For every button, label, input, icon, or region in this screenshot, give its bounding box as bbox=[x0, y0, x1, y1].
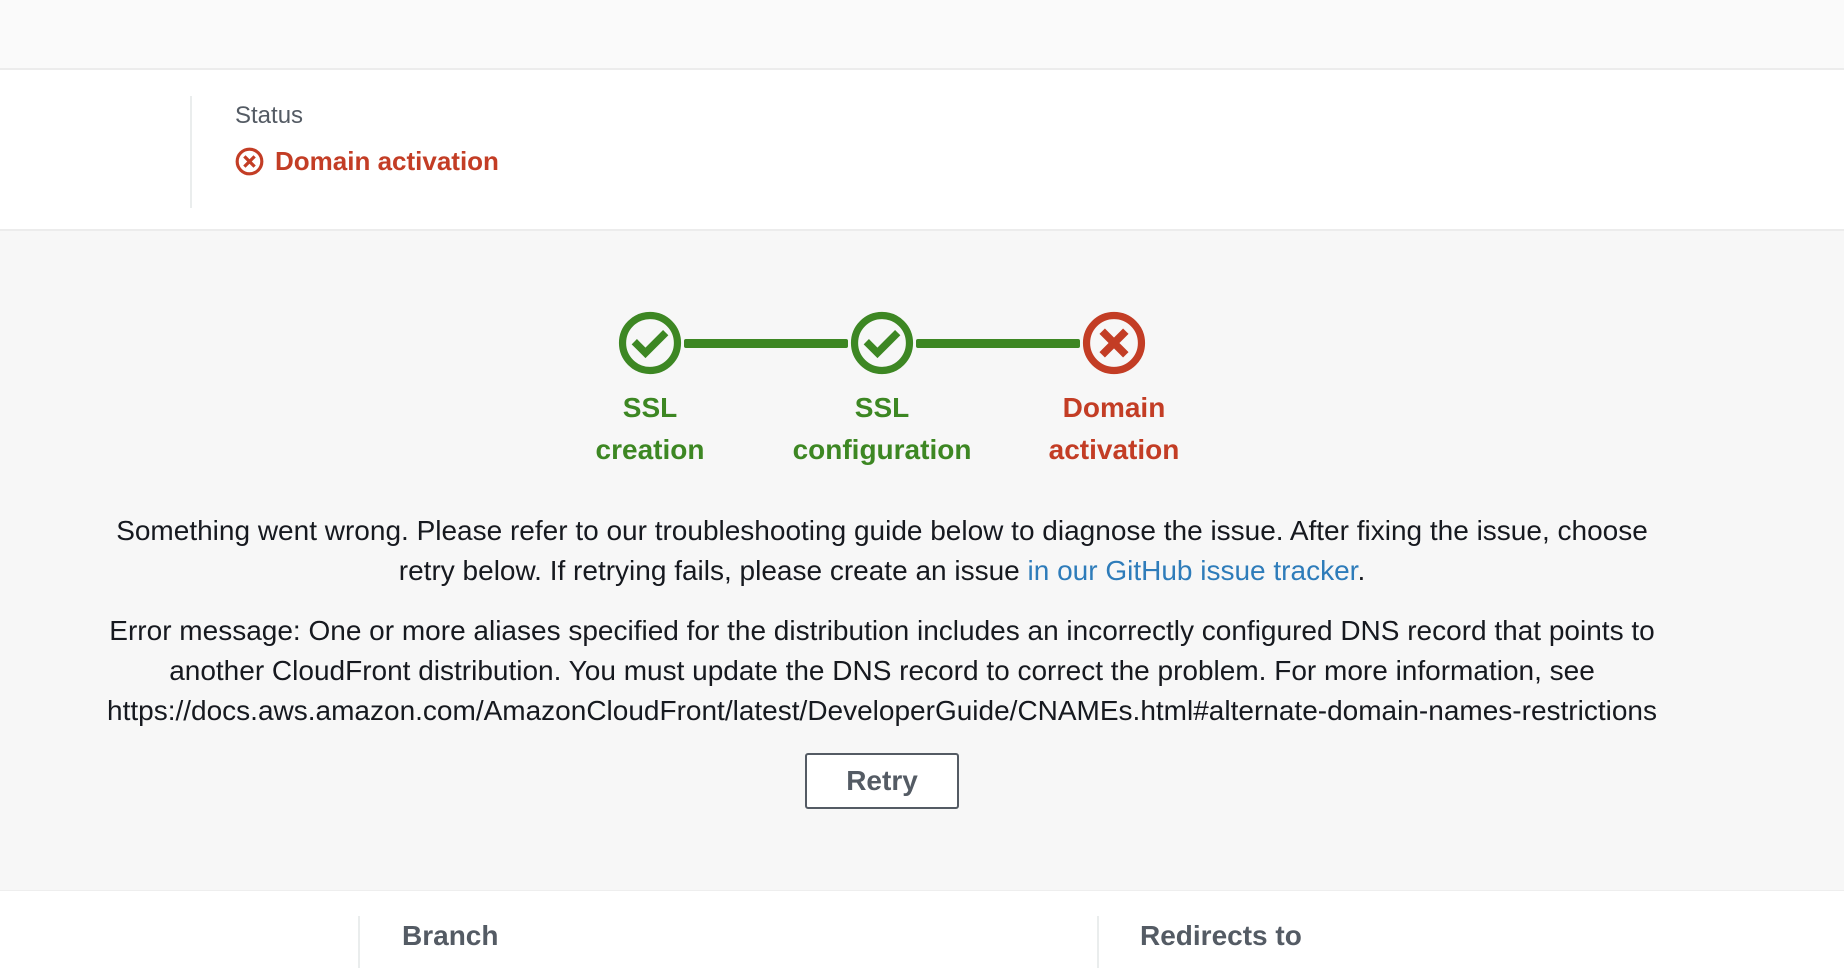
status-content: Status Domain activation bbox=[235, 102, 499, 177]
status-value-text: Domain activation bbox=[275, 146, 499, 176]
column-divider bbox=[358, 916, 360, 968]
check-circle-icon bbox=[850, 311, 914, 375]
error-message: Error message: One or more aliases speci… bbox=[107, 615, 1657, 726]
domain-activation-card: SSL creation SSL configuration bbox=[0, 231, 1844, 891]
status-value: Domain activation bbox=[235, 146, 499, 177]
error-x-circle-icon bbox=[235, 147, 264, 176]
step-domain-activation: Domain activation bbox=[998, 311, 1230, 471]
troubleshoot-text-suffix: . bbox=[1357, 555, 1366, 586]
top-strip bbox=[0, 0, 1844, 70]
x-circle-icon bbox=[1082, 311, 1146, 375]
column-header-branch: Branch bbox=[402, 920, 499, 951]
domain-progress-stepper: SSL creation SSL configuration bbox=[534, 231, 1230, 471]
step-label: SSL configuration bbox=[792, 392, 972, 465]
stepper-connector bbox=[916, 339, 1080, 348]
check-circle-icon bbox=[618, 311, 682, 375]
stepper-connector bbox=[684, 339, 848, 348]
retry-row: Retry bbox=[92, 753, 1672, 809]
troubleshoot-message: Something went wrong. Please refer to ou… bbox=[92, 511, 1672, 591]
step-label: SSL creation bbox=[595, 392, 705, 465]
status-label: Status bbox=[235, 102, 304, 129]
column-header-redirects: Redirects to bbox=[1140, 920, 1302, 951]
step-label: Domain activation bbox=[1048, 392, 1180, 465]
column-divider bbox=[1097, 916, 1099, 968]
branches-table-header: Branch Redirects to bbox=[0, 891, 1844, 968]
step-ssl-configuration: SSL configuration bbox=[766, 311, 998, 471]
retry-button[interactable]: Retry bbox=[805, 753, 959, 809]
step-ssl-creation: SSL creation bbox=[534, 311, 766, 471]
card-content: SSL creation SSL configuration bbox=[92, 231, 1672, 809]
status-column-divider bbox=[190, 96, 192, 208]
status-section: Status Domain activation bbox=[0, 70, 1844, 231]
github-issue-tracker-link[interactable]: in our GitHub issue tracker bbox=[1027, 555, 1358, 586]
troubleshoot-text: Something went wrong. Please refer to ou… bbox=[116, 515, 1648, 586]
